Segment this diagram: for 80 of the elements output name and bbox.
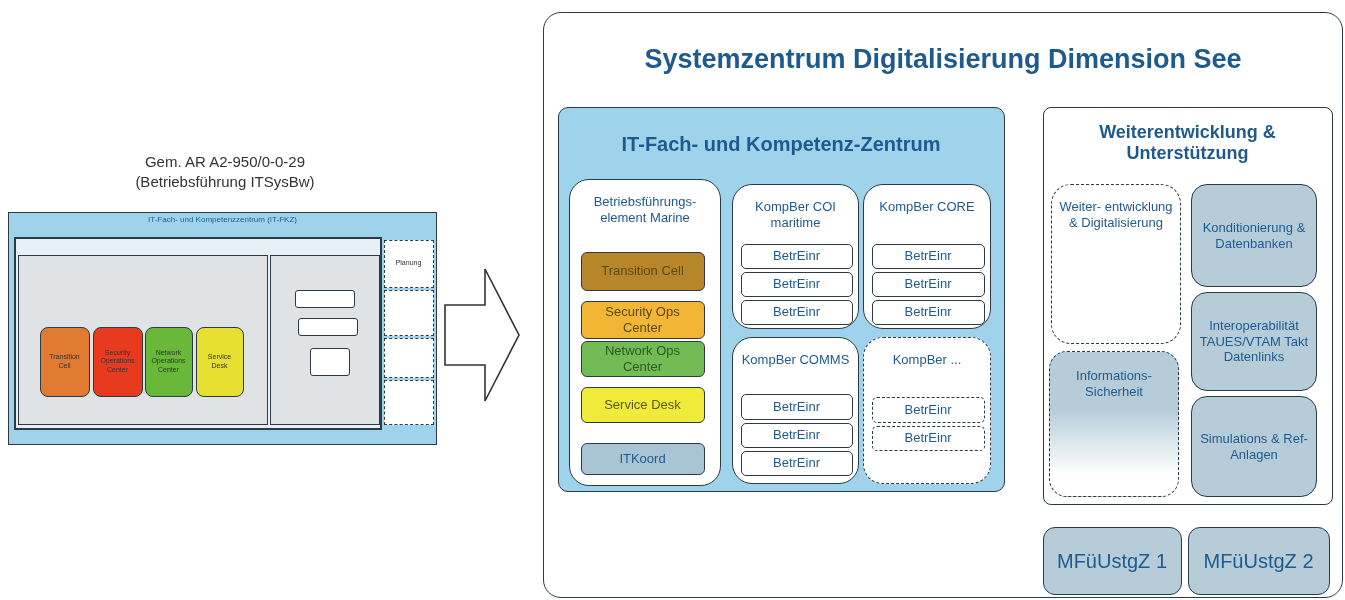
box-label: Interoperabilität TAUES/VTAM Takt Datenlinks bbox=[1198, 318, 1310, 365]
box-label: BetrEinr bbox=[772, 398, 821, 415]
box-label: MFüUstgZ 2 bbox=[1202, 548, 1315, 573]
unit-box bbox=[740, 450, 853, 476]
panel-title: Weiterentwicklung & Unterstützung bbox=[1098, 121, 1277, 165]
box-label: BetrEinr bbox=[903, 304, 953, 320]
element-box bbox=[294, 289, 355, 308]
unit-box bbox=[740, 271, 853, 297]
box-label: BetrEinr bbox=[772, 427, 821, 443]
unit-box bbox=[871, 299, 985, 325]
box-label: KompBer ... bbox=[891, 352, 963, 368]
unit-box bbox=[740, 299, 853, 325]
box-label: BetrEinr bbox=[903, 430, 953, 446]
dashed-unit-box bbox=[871, 425, 985, 451]
unit-box bbox=[871, 243, 985, 269]
panel bbox=[13, 236, 382, 430]
dashed-unit-box bbox=[871, 396, 985, 423]
panel bbox=[8, 212, 437, 445]
panel-title: Systemzentrum Digitalisierung Dimension See bbox=[643, 43, 1243, 76]
group-box bbox=[732, 337, 859, 484]
box-label: Service Desk bbox=[603, 396, 682, 413]
panel-title: IT-Fach- und Kompetenz-Zentrum bbox=[620, 131, 942, 156]
function-box bbox=[1191, 396, 1317, 497]
gradient-box bbox=[1049, 351, 1179, 497]
dashed-group-box bbox=[863, 337, 991, 484]
block-arrow bbox=[444, 268, 520, 402]
unit-box bbox=[871, 271, 985, 297]
box-label: BetrEinr bbox=[772, 248, 821, 264]
function-box bbox=[580, 386, 705, 423]
panel bbox=[18, 255, 268, 425]
unit-box bbox=[740, 422, 853, 448]
box-label: Network Ops Center bbox=[603, 342, 682, 375]
function-box bbox=[1191, 184, 1317, 287]
box-label: Simulations & Ref-Anlagen bbox=[1199, 430, 1309, 463]
box-label: Security Ops Center bbox=[604, 303, 681, 336]
diagram-heading: Gem. AR A2-950/0-0-29 (Betriebsführung ITSysBw) bbox=[134, 152, 316, 191]
group-box bbox=[863, 184, 991, 329]
group-box bbox=[732, 184, 859, 329]
outer-frame bbox=[543, 12, 1343, 598]
box-label: BetrEinr bbox=[772, 304, 821, 320]
process-box bbox=[195, 326, 244, 397]
box-label: Weiter- entwicklung & Digitalisierung bbox=[1058, 199, 1174, 231]
box-label: KompBer COI maritime bbox=[754, 199, 837, 231]
process-box bbox=[144, 326, 193, 397]
process-box bbox=[92, 326, 143, 397]
function-box bbox=[1191, 292, 1317, 391]
unit-box bbox=[740, 243, 853, 269]
dashed-box bbox=[383, 289, 434, 336]
function-box bbox=[580, 251, 705, 291]
center-panel bbox=[557, 106, 1005, 492]
function-box bbox=[580, 442, 705, 475]
panel bbox=[270, 255, 380, 425]
box-label: ITKoord bbox=[618, 450, 667, 467]
element-box bbox=[297, 317, 358, 336]
dashed-group-box bbox=[1051, 184, 1181, 344]
unit-box bbox=[740, 393, 853, 420]
box-label: KompBer COMMS bbox=[740, 352, 851, 368]
box-label: BetrEinr bbox=[772, 276, 821, 292]
process-box bbox=[39, 326, 90, 397]
box-label: MFüUstgZ 1 bbox=[1056, 548, 1168, 573]
box-label: Informations- Sicherheit bbox=[1075, 368, 1153, 400]
dashed-box bbox=[383, 337, 434, 378]
element-box bbox=[309, 347, 350, 376]
box-label: BetrEinr bbox=[772, 455, 821, 471]
box-label: Betriebsführungs- element Marine bbox=[592, 194, 698, 226]
function-box bbox=[1187, 526, 1330, 595]
dashed-box bbox=[383, 379, 434, 425]
box-label: Konditionierung & Datenbanken bbox=[1201, 219, 1307, 252]
box-label: IT-Fach- und Kompetenzzentrum (IT-FKZ) bbox=[147, 215, 298, 225]
group-box bbox=[569, 179, 721, 486]
function-box bbox=[580, 340, 705, 377]
box-label: KompBer CORE bbox=[878, 199, 976, 215]
support-panel bbox=[1042, 106, 1333, 505]
function-box bbox=[1042, 526, 1182, 595]
dashed-box bbox=[383, 239, 434, 288]
box-label: BetrEinr bbox=[903, 276, 953, 292]
box-label: Transition Cell bbox=[600, 263, 685, 279]
box-label: BetrEinr bbox=[903, 401, 953, 418]
box-label: BetrEinr bbox=[903, 248, 953, 264]
function-box bbox=[580, 300, 705, 339]
